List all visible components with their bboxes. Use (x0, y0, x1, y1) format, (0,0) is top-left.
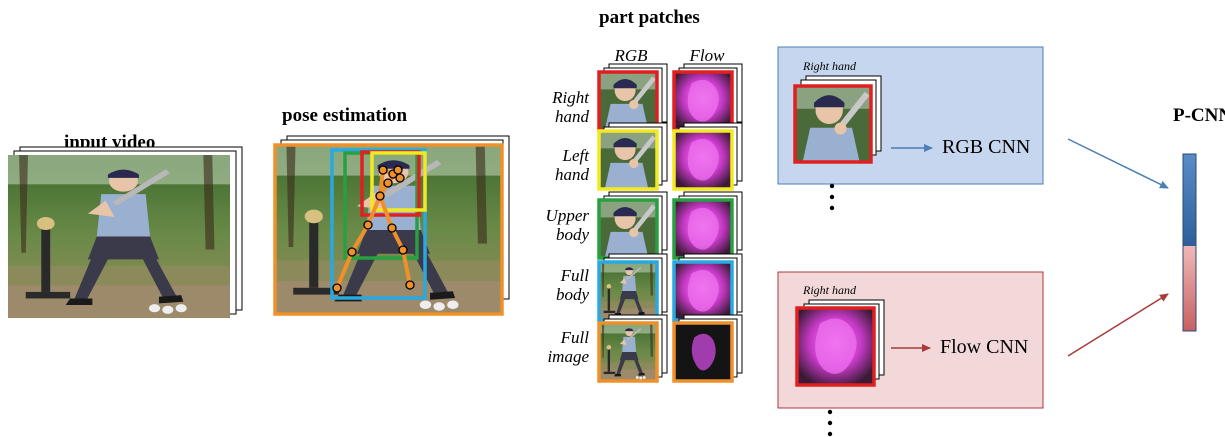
patch-rgb-upper-body (597, 191, 668, 260)
pose-estimation-stack (273, 135, 510, 316)
box-full-image (273, 143, 504, 316)
patch-flow-right-hand (672, 63, 743, 132)
patch-rgb-full-body (597, 253, 668, 322)
box-full-body (330, 148, 427, 300)
pose-joints (332, 165, 415, 293)
flow-panel-patch-label: Right hand (803, 283, 856, 297)
patch-flow-left-hand (672, 122, 743, 191)
rgb-panel-patch-label: Right hand (803, 59, 856, 73)
part-patches-title: part patches (599, 7, 700, 28)
pcnn-flow-segment (1183, 246, 1196, 331)
flow-to-pcnn-arrow (1067, 293, 1169, 357)
patch-flow-full-body (672, 253, 743, 322)
patch-flow-full-image (672, 314, 743, 383)
rgb-to-pcnn-arrow (1067, 138, 1169, 189)
patch-rgb-right-hand (597, 63, 668, 132)
rgb-column-header: RGB (614, 46, 648, 65)
patch-rgb-full-image (597, 314, 668, 383)
flow-column-header: Flow (689, 46, 725, 65)
input-video-frame (8, 155, 230, 318)
flow-panel-patch (797, 308, 874, 385)
flow-panel (777, 271, 1044, 437)
pcnn-feature-bar (1182, 153, 1197, 332)
pose-estimation-title: pose estimation (282, 105, 408, 126)
box-left-hand (370, 151, 427, 212)
input-video-stack (8, 146, 243, 318)
rgb-panel (777, 46, 1044, 211)
patch-rgb-left-hand (597, 122, 668, 191)
pcnn-title: P-CNN (1173, 105, 1225, 126)
rgb-panel-patch (795, 86, 871, 162)
pcnn-rgb-segment (1183, 154, 1196, 246)
patch-flow-upper-body (672, 191, 743, 260)
part-patches-grid (597, 63, 743, 383)
rgb-cnn-label: RGB CNN (942, 136, 1031, 158)
flow-cnn-label: Flow CNN (940, 336, 1029, 358)
